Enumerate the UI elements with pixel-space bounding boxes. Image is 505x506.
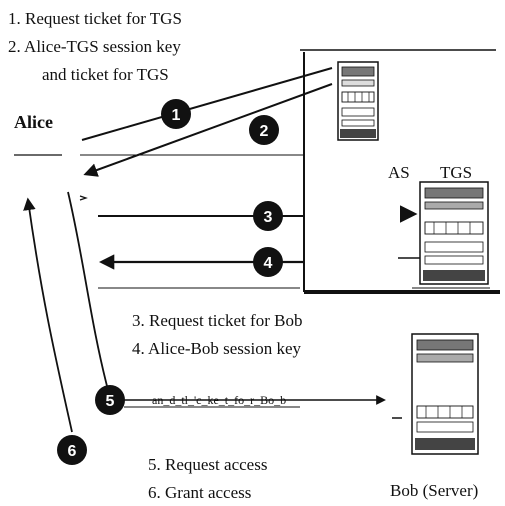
legend-step-5: 5. Request access (148, 455, 267, 474)
step-badge-6: 6 (57, 435, 87, 465)
tgs-server-icon (419, 181, 489, 285)
arrow-step-6 (23, 197, 73, 433)
as-label: AS (388, 163, 410, 182)
as-server-icon (337, 61, 379, 141)
step-badge-5: 5 (95, 385, 125, 415)
bob-label: Bob (Server) (390, 481, 478, 500)
legend-step-6: 6. Grant access (148, 483, 251, 502)
alice-tick-mark (79, 195, 88, 201)
legend-step-4: 4. Alice-Bob session key (132, 339, 302, 358)
tgs-label: TGS (440, 163, 472, 182)
svg-text:2: 2 (260, 123, 269, 140)
svg-text:1: 1 (172, 107, 181, 124)
legend-step-2: 2. Alice-TGS session key (8, 37, 181, 56)
bob-server-icon (411, 333, 479, 455)
svg-text:6: 6 (68, 443, 77, 460)
arrow-step-1 (81, 67, 333, 141)
svg-text:5: 5 (106, 393, 115, 410)
step-badge-4: 4 (253, 247, 283, 277)
step-badge-2: 2 (249, 115, 279, 145)
legend-step-2-continued: and ticket for TGS (42, 65, 169, 84)
arrow-step-5-curve (67, 191, 109, 391)
svg-text:4: 4 (264, 255, 273, 272)
arrow-step-2 (83, 83, 333, 177)
alice-label: Alice (14, 112, 53, 132)
legend-step-1: 1. Request ticket for TGS (8, 9, 182, 28)
step-badge-1: 1 (161, 99, 191, 129)
svg-text:3: 3 (264, 209, 273, 226)
legend-step-3: 3. Request ticket for Bob (132, 311, 302, 330)
step-badge-3: 3 (253, 201, 283, 231)
arrow-5-caption: an_d_tl_'c_ke_t_fo_r_Bo_b (152, 393, 286, 407)
